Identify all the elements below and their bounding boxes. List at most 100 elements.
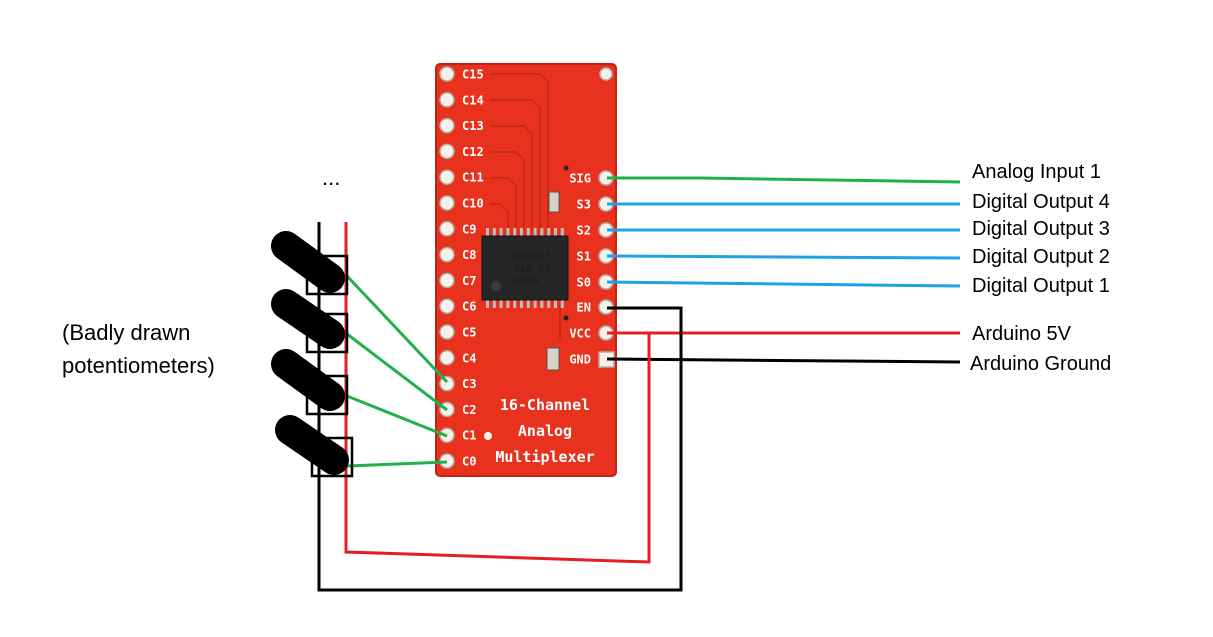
chip-lead	[513, 228, 517, 236]
chip-lead	[526, 228, 530, 236]
potentiometer	[275, 415, 354, 478]
pin-pad-c8	[439, 246, 455, 263]
pin-label-c4: C4	[462, 351, 476, 365]
chip-lead	[506, 300, 510, 308]
smd-resistor	[548, 191, 560, 213]
chip-lead	[486, 300, 489, 308]
pin-pad-c10	[439, 195, 455, 211]
via-dot	[563, 315, 569, 321]
mux-breakout-board: HP4067 98K G4 APG9 C15C14C13C12C11C10C9C…	[435, 63, 617, 477]
pin-label-s1: S1	[577, 250, 591, 264]
label-digital-output-1: Digital Output 1	[972, 275, 1110, 297]
pin-label-c9: C9	[462, 222, 476, 236]
pin-pad-c6	[439, 298, 455, 314]
label-digital-output-3: Digital Output 3	[972, 218, 1110, 240]
potentiometers	[271, 231, 354, 478]
chip-lead	[540, 228, 544, 236]
mounting-hole	[599, 67, 613, 81]
note-line-2: potentiometers)	[62, 353, 215, 378]
pin-pad-c14	[439, 92, 455, 108]
pin-label-c15: C15	[462, 68, 484, 82]
chip-lead	[499, 228, 503, 236]
pin-label-c5: C5	[462, 326, 476, 340]
signal-wires	[606, 176, 961, 364]
smd-capacitor	[546, 347, 560, 371]
pin-label-s0: S0	[577, 276, 591, 290]
chip-lead	[540, 300, 544, 308]
chip-lead	[533, 300, 537, 308]
chip-lead	[520, 228, 523, 236]
pin-label-c11: C11	[462, 171, 484, 185]
pin-label-c14: C14	[462, 93, 484, 107]
pin-pad-c4	[439, 350, 455, 366]
chip-lead	[526, 300, 530, 308]
wiper-wire-c3	[345, 274, 449, 384]
pin-label-c0: C0	[462, 455, 476, 469]
chip-lead	[520, 300, 523, 308]
label-analog-input-1: Analog Input 1	[972, 161, 1101, 183]
pin-label-c13: C13	[462, 119, 484, 133]
pin-pad-c5	[439, 324, 455, 340]
chip-lead	[560, 300, 564, 308]
board-traces	[490, 73, 590, 340]
chip-lead	[547, 300, 551, 308]
chip-lead	[547, 228, 551, 236]
board-title-line-3: Multiplexer	[495, 448, 594, 466]
label-arduino-ground: Arduino Ground	[970, 353, 1111, 375]
wiper-wire-c2	[346, 332, 448, 412]
via-dot	[563, 165, 569, 171]
label-digital-output-4: Digital Output 4	[972, 191, 1110, 213]
pin-pad-c7	[439, 272, 455, 289]
ellipsis-label: ...	[322, 165, 340, 190]
chip-lead	[486, 228, 489, 236]
potentiometer	[271, 231, 349, 296]
ic-chip: HP4067 98K G4 APG9	[481, 228, 569, 308]
note-line-1: (Badly drawn	[62, 320, 190, 345]
chip-lead	[492, 300, 496, 308]
chip-marking-line-3: APG9	[514, 276, 538, 287]
pin-label-c12: C12	[462, 145, 484, 159]
wire-gnd-arduino-ground	[606, 357, 961, 364]
wire-sig-analog-input-1	[607, 176, 961, 184]
pin-pad-c13	[439, 117, 455, 134]
wiper-wires	[345, 274, 449, 468]
pin-pad-c11	[439, 169, 455, 185]
chip-lead	[499, 300, 503, 308]
pin-label-vcc: VCC	[569, 327, 591, 341]
via-dot	[484, 432, 492, 440]
chip-notch	[491, 281, 501, 291]
wire-s1-digital-output-2	[606, 254, 961, 260]
wiper-wire-c1	[346, 394, 448, 438]
potentiometer	[271, 289, 349, 354]
pin-label-c8: C8	[462, 248, 476, 262]
pin-label-en: EN	[577, 301, 591, 315]
potentiometer	[271, 349, 349, 416]
chip-lead	[554, 228, 557, 236]
chip-lead	[533, 228, 537, 236]
board-title-line-1: 16-Channel	[500, 396, 590, 414]
pin-label-c3: C3	[462, 377, 476, 391]
board-title-line-2: Analog	[518, 422, 572, 440]
wire-s0-digital-output-1	[606, 280, 961, 288]
pin-label-c7: C7	[462, 274, 476, 288]
connection-labels: Analog Input 1 Digital Output 4 Digital …	[970, 161, 1111, 375]
chip-lead	[513, 300, 517, 308]
pin-label-sig: SIG	[569, 172, 591, 186]
pin-label-c1: C1	[462, 429, 476, 443]
chip-lead	[554, 300, 557, 308]
chip-lead	[492, 228, 496, 236]
pin-label-c2: C2	[462, 403, 476, 417]
pin-label-c10: C10	[462, 197, 484, 211]
chip-pins	[486, 228, 564, 308]
chip-marking-line-1: HP4067	[514, 252, 550, 263]
pin-pad-c12	[439, 143, 455, 160]
chip-marking-line-2: 98K G4	[514, 264, 550, 275]
pin-label-s2: S2	[577, 224, 591, 238]
pin-label-gnd: GND	[569, 353, 591, 367]
pin-label-c6: C6	[462, 300, 476, 314]
label-digital-output-2: Digital Output 2	[972, 246, 1110, 268]
chip-lead	[560, 228, 564, 236]
